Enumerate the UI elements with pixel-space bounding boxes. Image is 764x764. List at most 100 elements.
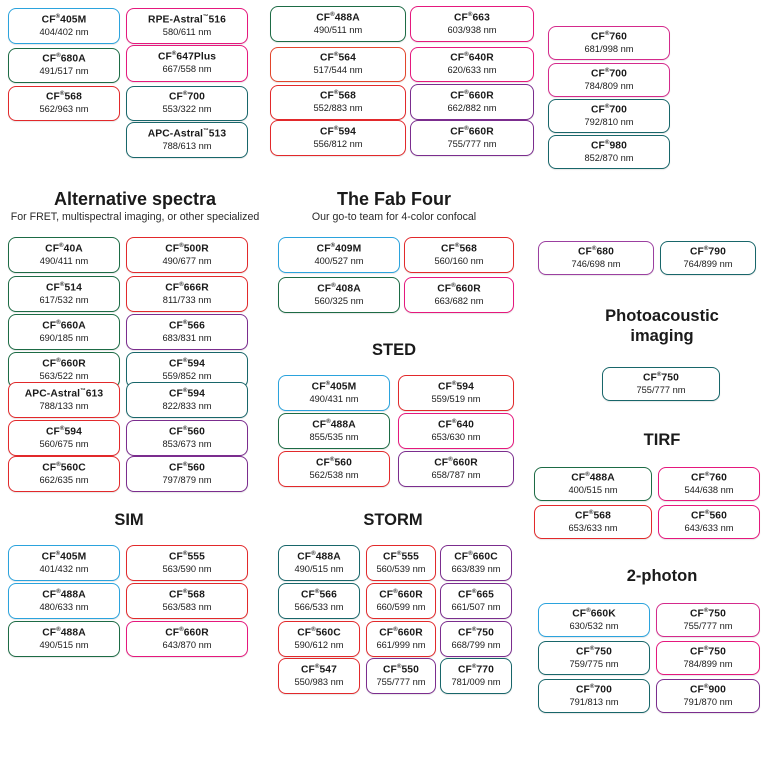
section-heading-fab-four: The Fab Four [337,189,451,209]
dye-spectra: 755/777 nm [447,138,497,149]
dye-spectra: 852/870 nm [584,152,634,163]
dye-name: CF®555 [169,550,205,563]
section-heading-alternative-spectra: Alternative spectra [53,189,217,209]
section-heading-2-photon: 2-photon [626,567,698,585]
dye-spectra: 630/532 nm [569,620,619,631]
dye-name: CF®488A [297,550,341,563]
dye-spectra: 658/787 nm [431,469,481,480]
dye-name: CF®750 [458,626,494,639]
dye-name: CF®660R [450,89,494,102]
dye-name: CF®660K [572,607,616,620]
dye-spectra: 517/544 nm [313,65,363,76]
dye-name: CF®680 [578,245,614,258]
dye-name: CF®594 [438,380,474,393]
dye-name: CF®700 [169,91,205,103]
dye-spectra: 562/538 nm [309,469,359,480]
dye-name: CF®568 [575,509,611,522]
dye-spectra: 490/515 nm [294,563,344,574]
dye-spectra: 563/522 nm [39,370,89,381]
dye-spectra: 620/633 nm [447,65,497,76]
dye-spectra: 784/809 nm [584,80,634,91]
dye-spectra: 668/799 nm [451,639,501,650]
section-heading-storm: STORM [363,511,423,529]
dye-name: CF®660R [379,588,423,601]
section-subheading-fab-four: Our go-to team for 4-color confocal [311,211,477,223]
dye-name: CF®660R [379,626,423,639]
